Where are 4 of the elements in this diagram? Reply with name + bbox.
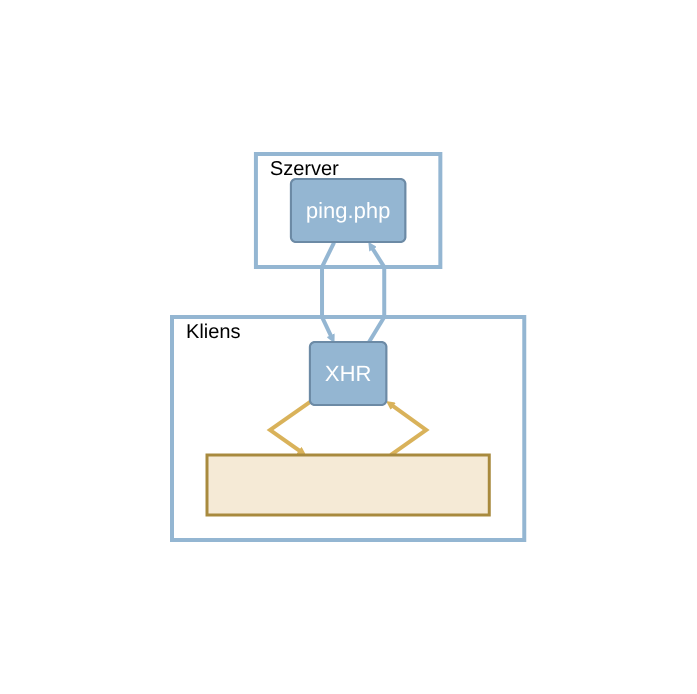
- arrow: [367, 242, 387, 344]
- node-bar: [206, 454, 492, 516]
- arrow: [320, 242, 336, 343]
- arrow: [266, 400, 312, 456]
